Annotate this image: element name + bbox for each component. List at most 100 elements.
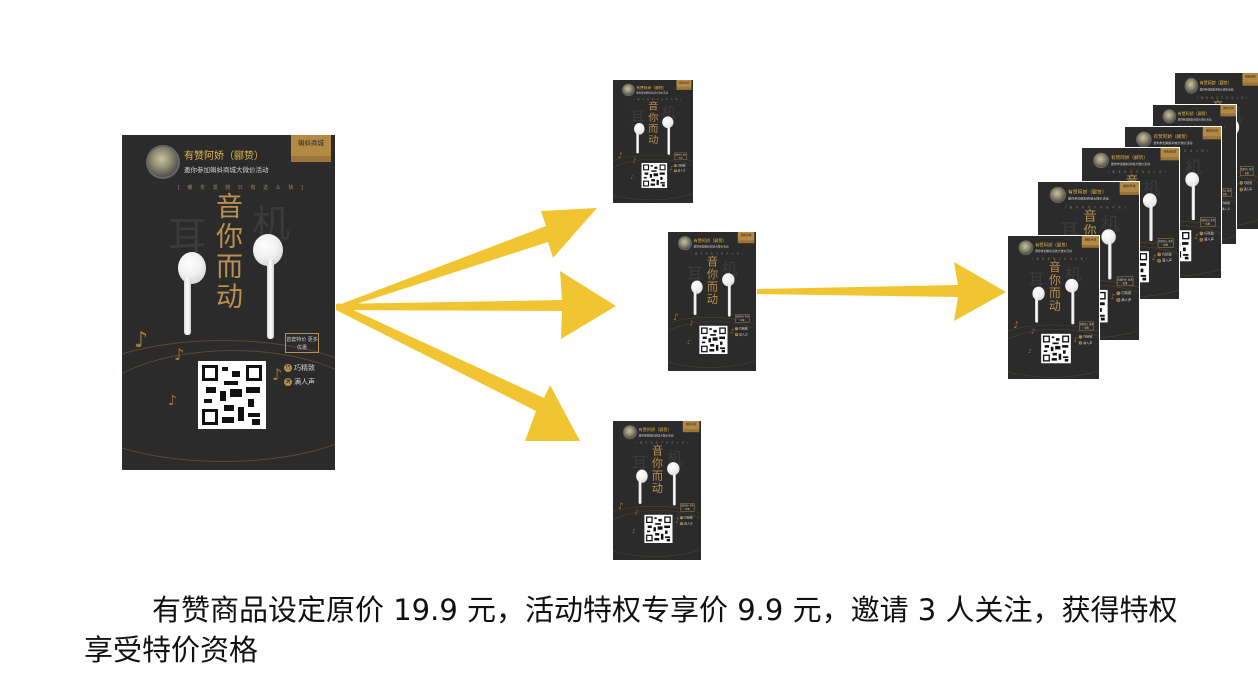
feature-item: 满满人声 <box>1116 298 1131 303</box>
poster-title: 音 你 而 动 <box>707 256 719 306</box>
brand-logo-strip <box>1242 82 1258 86</box>
feature-icon: 满 <box>1199 237 1204 242</box>
music-note-icon: ♪ <box>1110 291 1116 301</box>
feature-label: 满人声 <box>1083 341 1093 345</box>
poster-tagline: [ 暖 冬 发 烧 只 有 这 么 快 ] <box>1065 205 1127 209</box>
earbud-right <box>667 462 680 476</box>
brand-logo-strip <box>1160 157 1179 161</box>
title-char: 而 <box>648 122 659 135</box>
music-note-icon: ♪ <box>1013 319 1020 331</box>
poster-username: 有赞阿娇（郦贽） <box>184 151 264 162</box>
poster-username: 有赞阿娇（郦贽） <box>1110 155 1148 161</box>
avatar <box>677 236 692 251</box>
poster-invite-text: 邀你参加蝌蚪商城大微价活动 <box>1177 118 1212 122</box>
earbud-left <box>634 122 645 135</box>
earbud-right <box>662 116 674 129</box>
poster-content: 耳 机 有赞阿娇（郦贽） 邀你参加蝌蚪商城大微价活动 蝌蚪商城 [ 暖 冬 发 … <box>122 135 335 470</box>
avatar <box>1162 109 1177 124</box>
decorative-arc <box>122 350 335 470</box>
music-note-icon: ♪ <box>1073 335 1078 344</box>
feature-icon: 满 <box>734 332 739 337</box>
arrow-to-poster-stack <box>757 262 1006 321</box>
music-note-icon: ♪ <box>174 345 185 364</box>
poster-title: 音 你 而 动 <box>648 101 659 145</box>
feature-icon: 巧 <box>679 516 684 520</box>
feature-icon: 巧 <box>1157 252 1162 257</box>
brand-logo: 蝌蚪商城 <box>1160 148 1179 158</box>
music-note-icon: ♪ <box>1030 326 1036 336</box>
qr-code <box>641 162 668 188</box>
feature-item: 巧巧精致 <box>679 516 693 520</box>
avatar <box>622 83 635 97</box>
feature-label: 巧精致 <box>677 164 686 168</box>
poster-username: 有赞阿娇（郦贽） <box>1067 189 1107 195</box>
music-note-icon: ♪ <box>1151 253 1157 262</box>
poster-username: 有赞阿娇（郦贽） <box>1199 80 1232 86</box>
arrow-to-middle-poster <box>336 271 616 339</box>
avatar <box>1018 240 1034 256</box>
earbud-right-stem <box>267 259 274 339</box>
background-glyph-ear: 耳 <box>168 214 207 258</box>
earbud-right-stem <box>727 283 731 317</box>
earbud-left-stem <box>638 479 642 504</box>
brand-logo: 蝌蚪商城 <box>1242 73 1258 83</box>
title-char: 音 <box>1049 260 1061 275</box>
earbud-left <box>1032 286 1045 301</box>
poster-invite-text: 邀你参加蝌蚪商城大微价活动 <box>1035 249 1072 253</box>
feature-label: 满人声 <box>1161 258 1172 263</box>
earbud-left-stem <box>1035 297 1039 323</box>
title-char: 动 <box>1049 299 1061 314</box>
title-char: 你 <box>706 268 718 281</box>
poster-tagline: [ 暖 冬 发 烧 只 有 这 么 快 ] <box>1108 170 1168 174</box>
feature-label: 满人声 <box>1243 187 1253 192</box>
qr-code <box>1041 333 1071 364</box>
background-glyph-ear: 耳 <box>630 109 645 126</box>
brand-logo: 蝌蚪商城 <box>1119 182 1139 193</box>
feature-label: 巧精致 <box>1083 335 1093 339</box>
poster-username: 有赞阿娇（郦贽） <box>693 238 727 244</box>
feature-icon: 巧 <box>1239 181 1243 185</box>
avatar <box>1093 152 1109 169</box>
poster-content: 耳 机 有赞阿娇（郦贽） 邀你参加蝌蚪商城大微价活动 蝌蚪商城 [ 暖 冬 发 … <box>1008 236 1099 379</box>
music-note-icon: ♪ <box>687 339 691 346</box>
poster-tagline: [ 暖 冬 发 烧 只 有 这 么 快 ] <box>636 441 689 445</box>
earbud-right-stem <box>672 472 676 506</box>
feature-label: 满人声 <box>677 169 686 173</box>
title-char: 动 <box>648 133 659 146</box>
brand-logo-strip <box>1081 245 1099 248</box>
title-char: 而 <box>651 469 663 483</box>
feature-icon: 满 <box>1078 341 1083 345</box>
music-note-icon: ♪ <box>617 501 624 512</box>
title-char: 你 <box>651 457 663 470</box>
music-note-icon: ♪ <box>134 328 149 353</box>
poster-title: 音 你 而 动 <box>652 445 664 495</box>
feature-item: 巧巧精致 <box>284 363 315 373</box>
poster-username: 有赞阿娇（郦贽） <box>636 85 667 90</box>
title-char: 音 <box>648 100 659 113</box>
caption-text: 有赞商品设定原价 19.9 元，活动特权专享价 9.9 元，邀请 3 人关注，获… <box>84 593 1178 667</box>
music-note-icon: ♪ <box>617 150 623 161</box>
promo-badge: 首套特价 更多优惠 <box>1199 217 1216 227</box>
feature-label: 满人声 <box>1221 207 1231 211</box>
feature-item: 满满人声 <box>1239 187 1253 192</box>
brand-logo-strip <box>1202 136 1221 140</box>
title-char: 你 <box>216 222 243 253</box>
brand-logo: 蝌蚪商城 <box>1202 127 1221 137</box>
brand-logo: 蝌蚪商城 <box>676 80 692 88</box>
feature-label: 巧精致 <box>1204 231 1214 236</box>
title-char: 动 <box>651 481 663 495</box>
earbud-right <box>1185 172 1200 187</box>
feature-item: 满满人声 <box>673 169 686 173</box>
poster-tagline: [ 暖 冬 发 烧 只 有 这 么 快 ] <box>1197 96 1249 100</box>
feature-label: 满人声 <box>739 332 748 337</box>
poster-invite-text: 邀你参加蝌蚪商城大微价活动 <box>693 244 729 249</box>
earbud-right-stem <box>667 125 671 155</box>
music-note-icon: ♪ <box>168 393 177 409</box>
poster-copy-bottom: 耳 机 有赞阿娇（郦贽） 邀你参加蝌蚪商城大微价活动 蝌蚪商城 [ 暖 冬 发 … <box>613 421 701 560</box>
feature-label: 满人声 <box>684 521 693 526</box>
decorative-arc <box>613 510 701 560</box>
avatar <box>146 145 180 179</box>
music-note-icon: ♪ <box>272 365 283 384</box>
feature-label: 巧精致 <box>684 516 693 520</box>
